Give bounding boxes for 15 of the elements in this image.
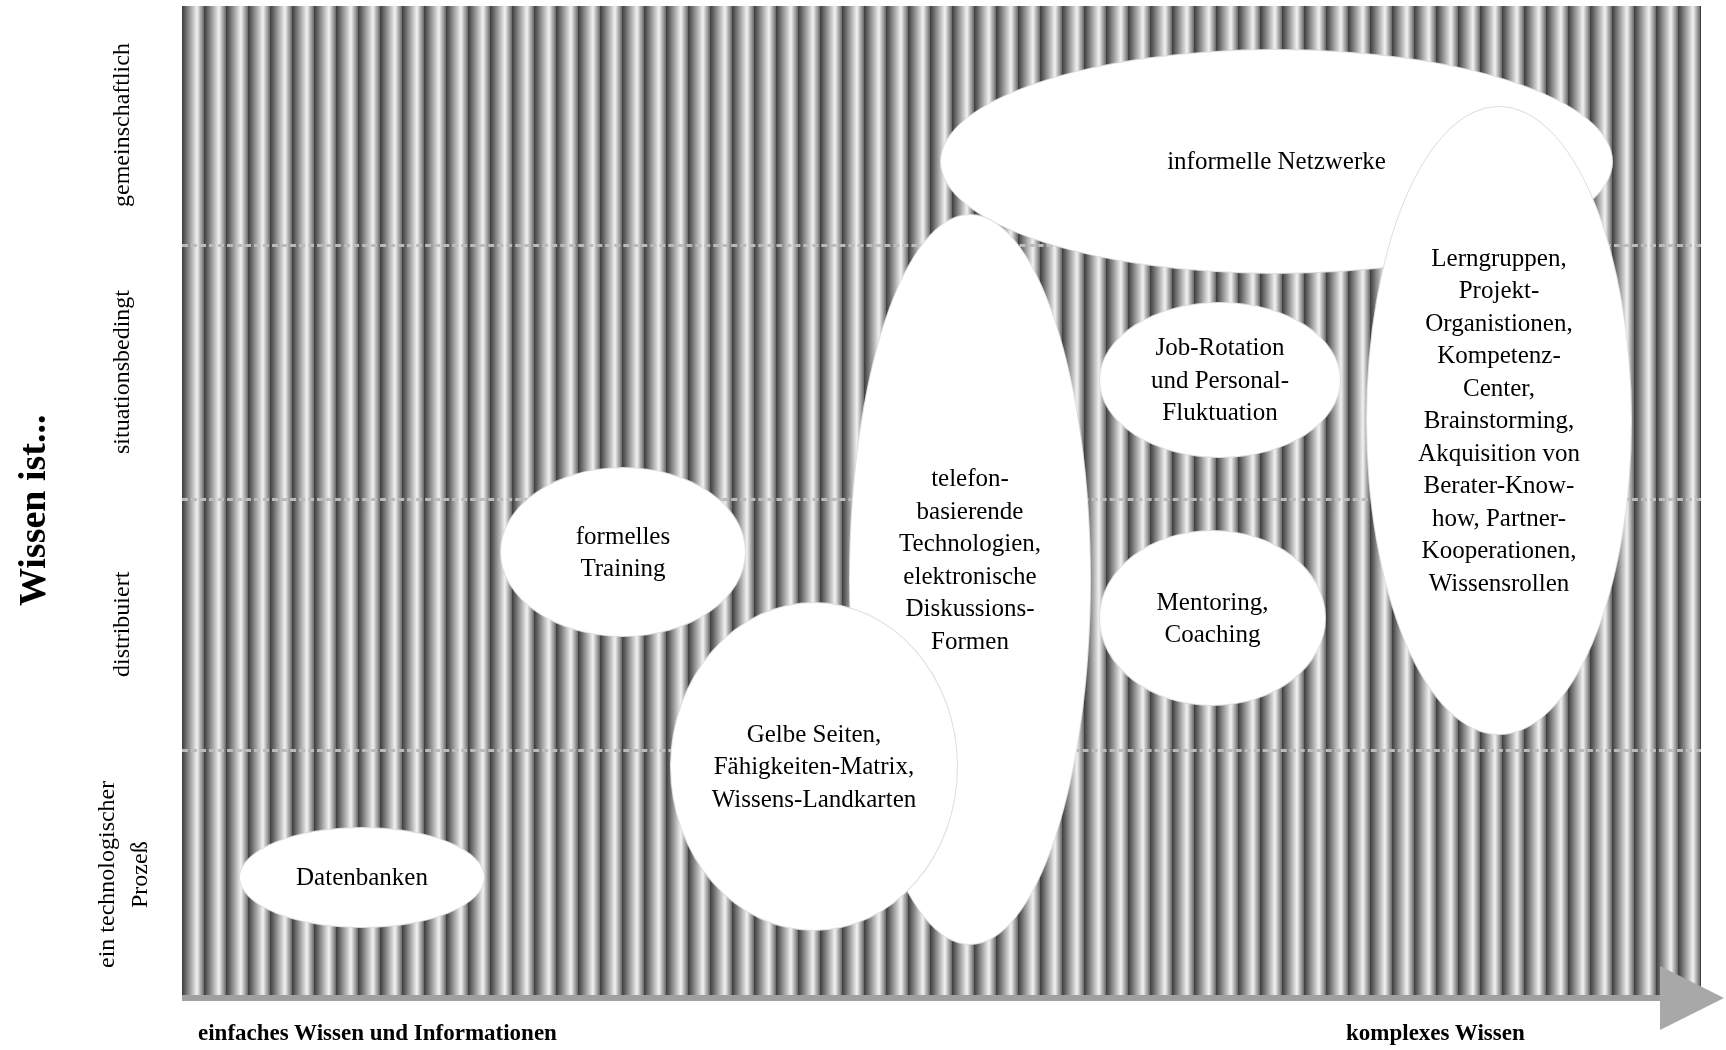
axis-category-label: situationsbedingt xyxy=(108,289,135,456)
ellipse-label: Mentoring, Coaching xyxy=(1155,586,1270,649)
axis-label: komplexes Wissen xyxy=(1346,1020,1525,1046)
ellipse-label: Gelbe Seiten, Fähigkeiten-Matrix, Wissens-Landkarten xyxy=(710,718,918,814)
axis-title: Wissen ist... xyxy=(10,413,54,608)
axis-category-label: gemeinschaftlich xyxy=(108,42,135,209)
ellipse-label: formelles Training xyxy=(574,520,672,583)
ellipse-label: Lerngruppen, Projekt-Organistionen, Kompetenz-Center, Brainstorming, Akquisition von Berater-Know-how, Partner-Kooperationen, Wissensrollen xyxy=(1417,242,1581,598)
ellipse-label: telefon-basierende Technologien, elektronische Diskussions-Formen xyxy=(898,463,1042,656)
ellipse-label: Datenbanken xyxy=(296,862,428,893)
axis-category-label: distribuiert xyxy=(108,570,135,679)
axis-label: einfaches Wissen und Informationen xyxy=(198,1020,557,1046)
ellipse-label: Job-Rotation und Personal-Fluktuation xyxy=(1149,332,1291,428)
ellipse-label: informelle Netzwerke xyxy=(1167,146,1386,177)
axis-category-label: ein technologischer Prozeß xyxy=(92,779,153,971)
